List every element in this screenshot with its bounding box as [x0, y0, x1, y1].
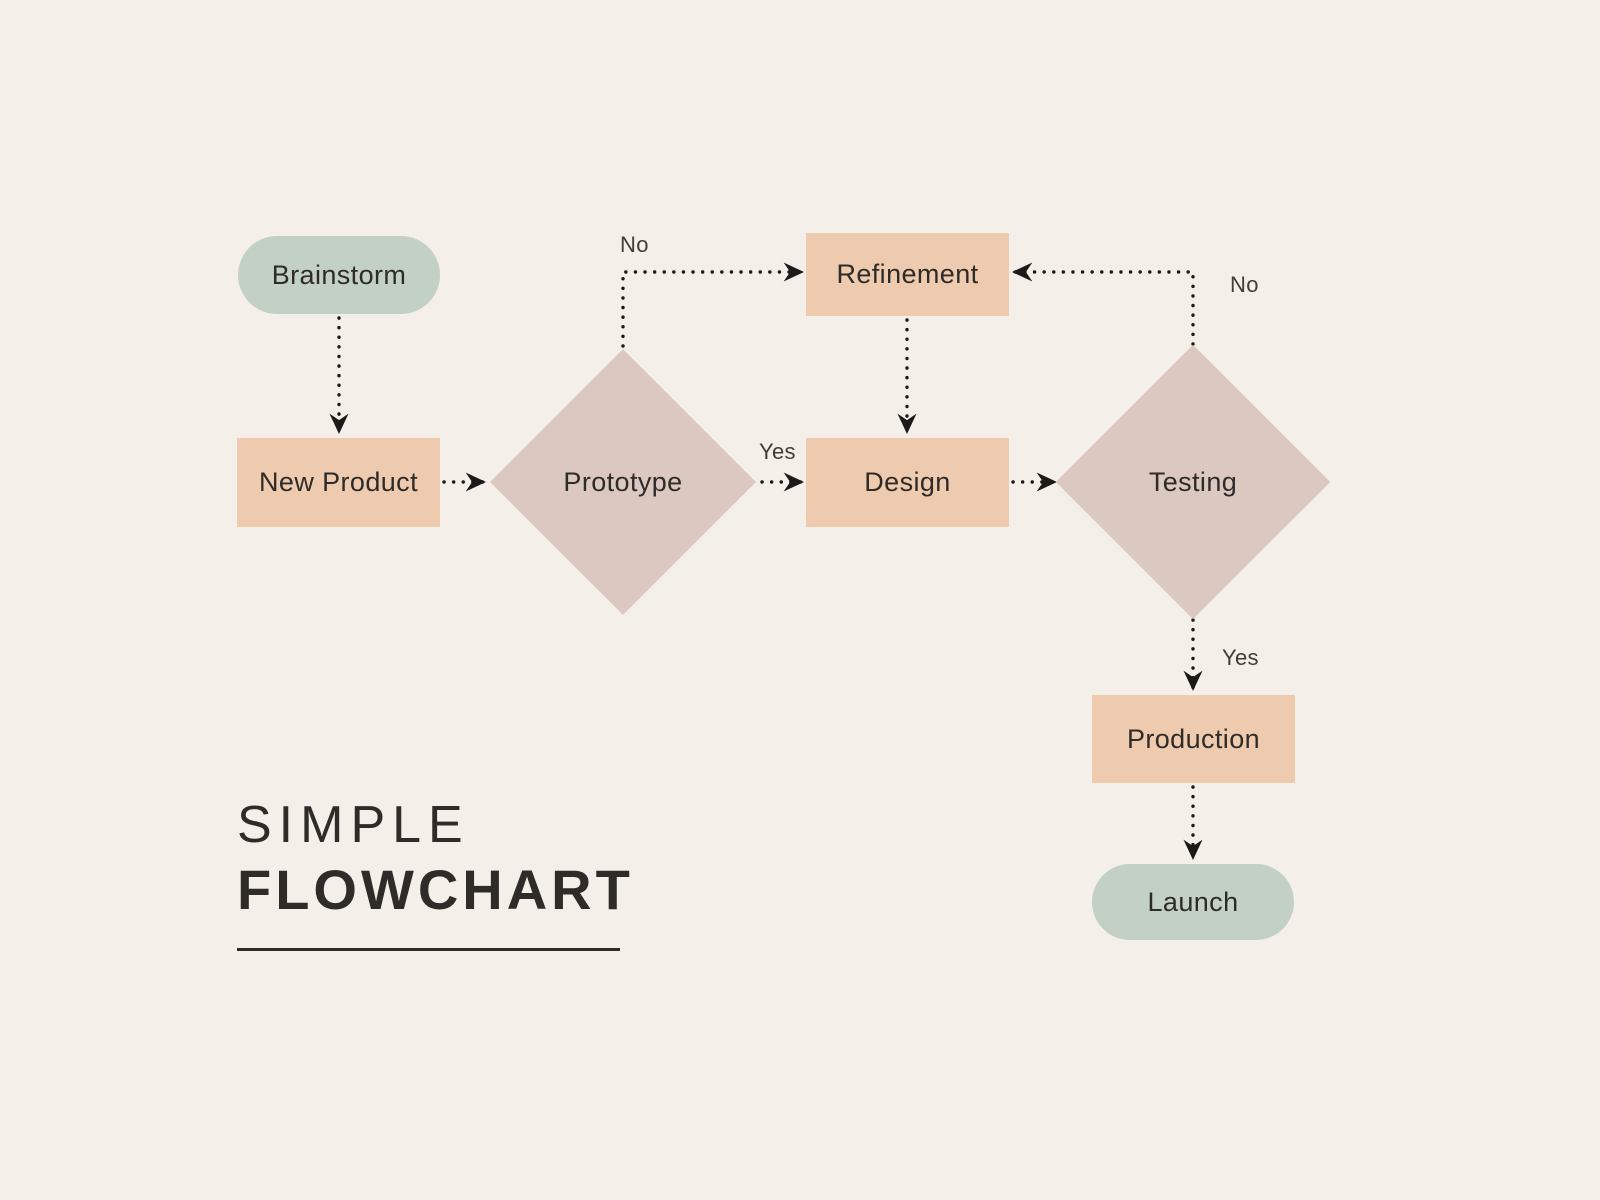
node-production[interactable]: Production — [1092, 695, 1295, 783]
node-label-brainstorm: Brainstorm — [271, 259, 407, 290]
node-launch[interactable]: Launch — [1092, 864, 1294, 940]
node-prototype[interactable]: Prototype — [490, 349, 756, 615]
node-design[interactable]: Design — [806, 438, 1009, 527]
page-title-line-1: SIMPLE — [237, 796, 470, 854]
node-label-design: Design — [864, 467, 951, 497]
title-block: SIMPLE FLOWCHART — [237, 796, 657, 952]
label-prototype-no: No — [620, 232, 649, 257]
node-label-prototype: Prototype — [563, 466, 683, 497]
label-testing-no: No — [1230, 272, 1259, 297]
label-prototype-yes: Yes — [759, 439, 796, 464]
page-title-line-2: FLOWCHART — [237, 857, 634, 921]
node-label-production: Production — [1126, 723, 1261, 754]
edge-testing-no-refinement — [1011, 262, 1195, 346]
title-divider — [237, 948, 620, 952]
label-testing-yes: Yes — [1222, 645, 1259, 670]
node-label-testing: Testing — [1148, 466, 1238, 497]
node-brainstorm[interactable]: Brainstorm — [238, 236, 440, 314]
node-label-launch: Launch — [1147, 886, 1239, 917]
node-label-refinement: Refinement — [836, 259, 979, 289]
node-label-new-product: New Product — [259, 467, 418, 497]
node-new-product[interactable]: New Product — [237, 438, 440, 527]
node-testing[interactable]: Testing — [1055, 344, 1331, 620]
node-refinement[interactable]: Refinement — [806, 233, 1009, 316]
edge-prototype-no-refinement — [621, 262, 805, 348]
